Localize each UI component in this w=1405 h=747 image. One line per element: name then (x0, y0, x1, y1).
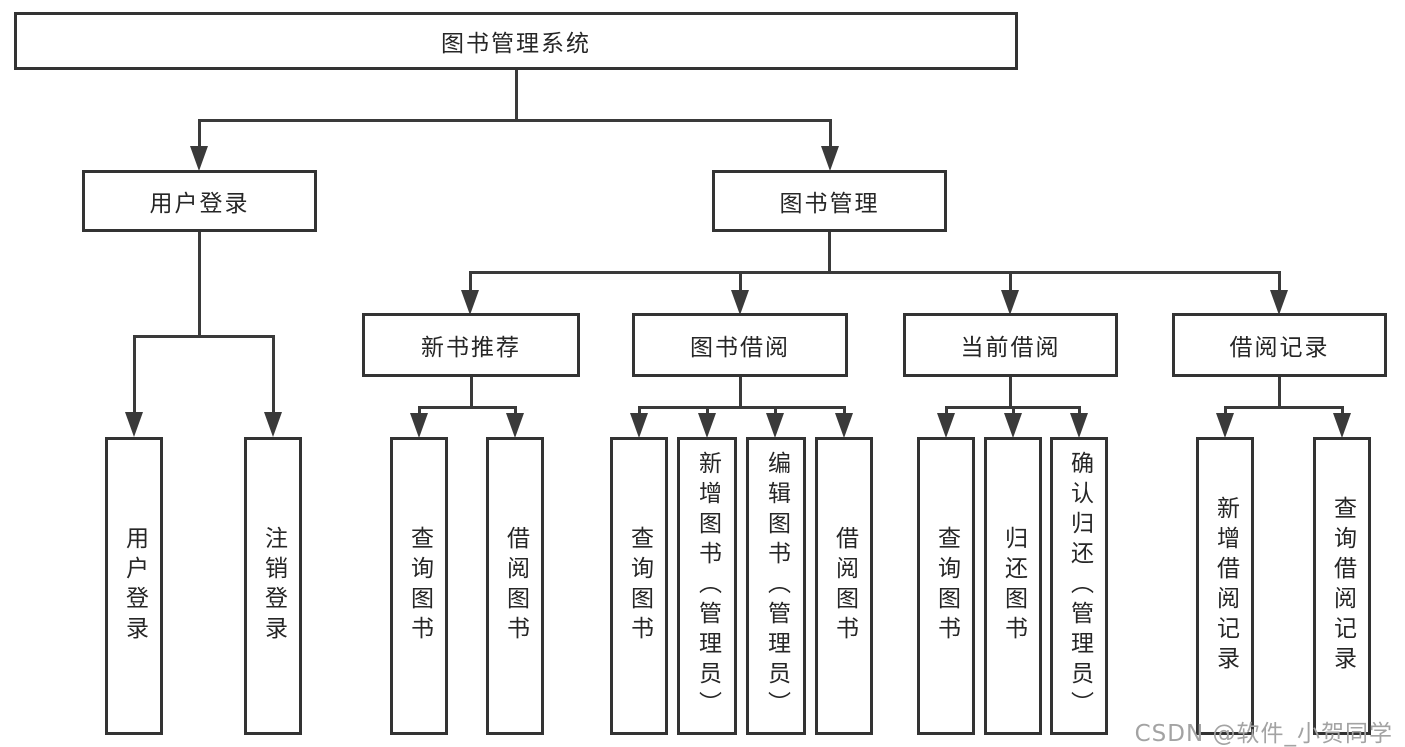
node-label: 当前借阅 (960, 335, 1061, 361)
node-new-book-recommend: 新书推荐 (362, 313, 580, 377)
connector-line (272, 335, 275, 413)
leaf-borrow-books-recommend: 借阅图书 (486, 437, 544, 735)
arrow-down-icon (1216, 413, 1234, 438)
node-book-borrow: 图书借阅 (632, 313, 848, 377)
arrow-down-icon (125, 412, 143, 437)
leaf-query-borrow-record: 查询借阅记录 (1313, 437, 1371, 735)
connector-line (843, 406, 846, 414)
connector-line (1224, 406, 1227, 414)
arrow-down-icon (835, 413, 853, 438)
connector-line (514, 406, 517, 414)
connector-line (198, 232, 201, 336)
leaf-edit-books-admin: 编辑图书（管理员） (746, 437, 806, 735)
connector-line (470, 377, 473, 407)
watermark-text: CSDN @软件_小贺同学 (1134, 721, 1393, 747)
leaf-return-books: 归还图书 (984, 437, 1042, 735)
node-book-management: 图书管理 (712, 170, 947, 232)
connector-line (774, 406, 777, 414)
connector-line (133, 335, 136, 413)
arrow-down-icon (1001, 290, 1019, 315)
node-label: 查询图书 (933, 526, 960, 646)
connector-line (418, 406, 517, 409)
connector-line (1224, 406, 1343, 409)
leaf-borrow-books: 借阅图书 (815, 437, 873, 735)
node-label: 借阅图书 (502, 526, 529, 646)
arrow-down-icon (698, 413, 716, 438)
connector-line (133, 335, 274, 338)
connector-line (706, 406, 709, 414)
arrow-down-icon (461, 290, 479, 315)
leaf-query-books-current: 查询图书 (917, 437, 975, 735)
connector-line (198, 119, 832, 122)
node-label: 查询图书 (406, 526, 433, 646)
connector-line (1009, 377, 1012, 407)
node-label: 图书借阅 (690, 335, 790, 361)
connector-line (418, 406, 421, 414)
node-label: 用户登录 (121, 526, 148, 646)
node-label: 新增图书（管理员） (694, 451, 721, 721)
arrow-down-icon (766, 413, 784, 438)
connector-line (638, 406, 846, 409)
connector-line (469, 271, 472, 291)
arrow-down-icon (410, 413, 428, 438)
leaf-query-books-borrow: 查询图书 (610, 437, 668, 735)
arrow-down-icon (1333, 413, 1351, 438)
arrow-down-icon (731, 290, 749, 315)
connector-line (469, 271, 1281, 274)
arrow-down-icon (1004, 413, 1022, 438)
arrow-down-icon (937, 413, 955, 438)
node-label: 用户登录 (149, 191, 250, 217)
connector-line (1012, 406, 1015, 414)
node-label: 编辑图书（管理员） (763, 451, 790, 721)
arrow-down-icon (1070, 413, 1088, 438)
node-label: 借阅图书 (831, 526, 858, 646)
leaf-logout: 注销登录 (244, 437, 302, 735)
connector-line (829, 119, 832, 146)
leaf-add-books-admin: 新增图书（管理员） (677, 437, 737, 735)
connector-line (198, 119, 201, 146)
connector-line (739, 377, 742, 407)
connector-line (1278, 271, 1281, 291)
arrow-down-icon (821, 146, 839, 171)
node-label: 归还图书 (1000, 526, 1027, 646)
node-label: 新书推荐 (421, 335, 521, 361)
leaf-user-login: 用户登录 (105, 437, 163, 735)
node-root-library-system: 图书管理系统 (14, 12, 1018, 70)
arrow-down-icon (506, 413, 524, 438)
node-label: 注销登录 (260, 526, 287, 646)
leaf-add-borrow-record: 新增借阅记录 (1196, 437, 1254, 735)
arrow-down-icon (264, 412, 282, 437)
connector-line (1341, 406, 1344, 414)
arrow-down-icon (630, 413, 648, 438)
node-label: 新增借阅记录 (1212, 496, 1239, 676)
node-label: 借阅记录 (1229, 335, 1330, 361)
node-borrow-records: 借阅记录 (1172, 313, 1387, 377)
arrow-down-icon (1270, 290, 1288, 315)
arrow-down-icon (190, 146, 208, 171)
connector-line (945, 406, 948, 414)
connector-line (638, 406, 641, 414)
node-label: 查询图书 (626, 526, 653, 646)
connector-line (1009, 271, 1012, 291)
node-label: 图书管理 (779, 191, 880, 217)
connector-line (1278, 377, 1281, 407)
leaf-confirm-return-admin: 确认归还（管理员） (1050, 437, 1108, 735)
node-current-borrow: 当前借阅 (903, 313, 1118, 377)
node-label: 查询借阅记录 (1329, 496, 1356, 676)
connector-line (1078, 406, 1081, 414)
connector-line (515, 70, 518, 119)
connector-line (739, 271, 742, 291)
node-label: 图书管理系统 (441, 31, 591, 57)
connector-line (828, 232, 831, 272)
leaf-query-books-recommend: 查询图书 (390, 437, 448, 735)
node-user-login: 用户登录 (82, 170, 317, 232)
node-label: 确认归还（管理员） (1066, 451, 1093, 721)
